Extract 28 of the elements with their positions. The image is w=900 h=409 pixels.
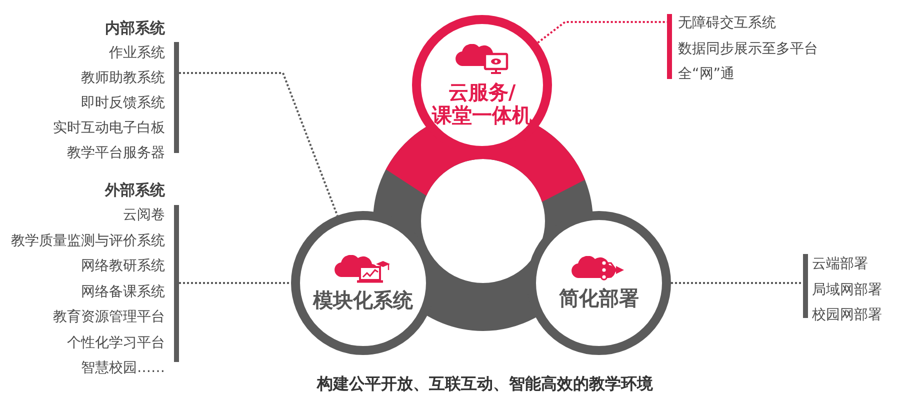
list-item: 全“网”通 bbox=[678, 66, 735, 82]
list-item: 教学平台服务器 bbox=[67, 145, 165, 161]
list-item: 网络教研系统 bbox=[81, 258, 165, 274]
list-item: 无障碍交互系统 bbox=[678, 15, 776, 31]
leader-line bbox=[179, 72, 338, 216]
leader-line bbox=[179, 282, 291, 284]
list-heading: 内部系统 bbox=[105, 19, 165, 37]
leader-line bbox=[671, 282, 803, 284]
list-item: 云端部署 bbox=[812, 256, 868, 272]
node-label: 简化部署 bbox=[559, 286, 639, 310]
list-item: 实时互动电子白板 bbox=[53, 120, 165, 136]
leader-line bbox=[537, 21, 667, 44]
list-item: 局域网部署 bbox=[812, 282, 882, 298]
list-item: 智慧校园…… bbox=[81, 360, 165, 376]
list-item: 即时反馈系统 bbox=[81, 95, 165, 111]
node-label: 模块化系统 bbox=[313, 288, 413, 312]
list-item: 云阅卷 bbox=[123, 207, 165, 223]
list-item: 教育资源管理平台 bbox=[53, 309, 165, 325]
node-label: 云服务/课堂一体机 bbox=[432, 80, 532, 126]
list-item: 数据同步展示至多平台 bbox=[678, 40, 818, 56]
list-item: 教师助教系统 bbox=[81, 70, 165, 86]
list-item: 网络备课系统 bbox=[81, 284, 165, 300]
list-item: 作业系统 bbox=[109, 45, 165, 61]
list-item: 校园网部署 bbox=[812, 307, 882, 323]
list-heading: 外部系统 bbox=[105, 181, 165, 199]
list-item: 教学质量监测与评价系统 bbox=[11, 232, 165, 248]
list-item: 个性化学习平台 bbox=[67, 334, 165, 350]
caption: 构建公平开放、互联互动、智能高效的教学环境 bbox=[317, 373, 653, 395]
